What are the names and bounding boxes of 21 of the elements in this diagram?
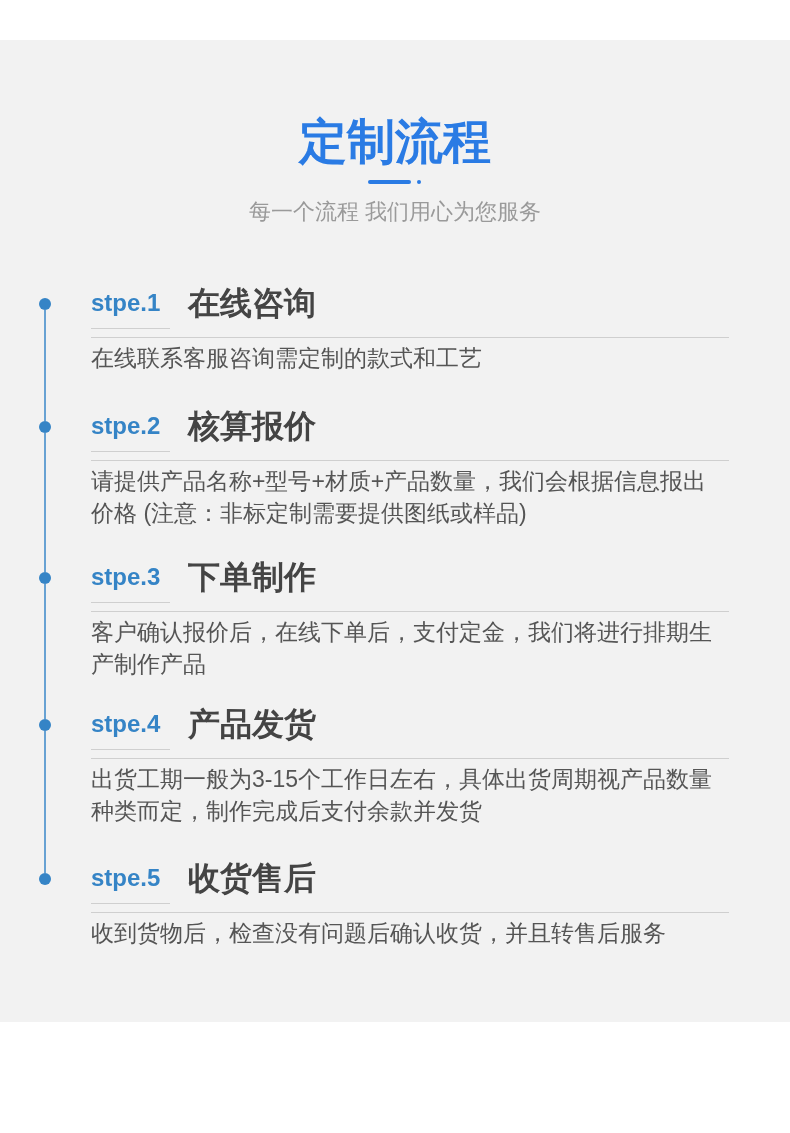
step-title: 在线咨询 <box>188 284 316 323</box>
step-description: 在线联系客服咨询需定制的款式和工艺 <box>91 344 482 373</box>
step-number: stpe.2 <box>91 411 161 441</box>
step-description: 客户确认报价后，在线下单后，支付定金，我们将进行排期生产制作产品 <box>91 618 713 679</box>
subtitle: 每一个流程 我们用心为您服务 <box>248 198 542 226</box>
timeline-line <box>44 583 46 720</box>
timeline-line <box>44 730 46 874</box>
timeline-line <box>44 309 46 422</box>
step-description: 请提供产品名称+型号+材质+产品数量，我们会根据信息报出价格 (注意：非标定制需要提供图纸或样品) <box>91 467 708 528</box>
step-title: 收货售后 <box>188 859 316 898</box>
step-number: stpe.5 <box>91 863 161 893</box>
title: 定制流程 <box>299 114 491 170</box>
step-number: stpe.4 <box>91 709 161 739</box>
timeline-line <box>44 432 46 573</box>
step-number: stpe.3 <box>91 562 161 592</box>
step-description: 出货工期一般为3-15个工作日左右，具体出货周期视产品数量种类而定，制作完成后支付余款并发货 <box>91 765 714 826</box>
step-title: 产品发货 <box>188 705 316 744</box>
step-title: 核算报价 <box>188 407 316 446</box>
step-number: stpe.1 <box>91 288 161 318</box>
step-title: 下单制作 <box>188 558 316 597</box>
step-description: 收到货物后，检查没有问题后确认收货，并且转售后服务 <box>91 919 666 948</box>
